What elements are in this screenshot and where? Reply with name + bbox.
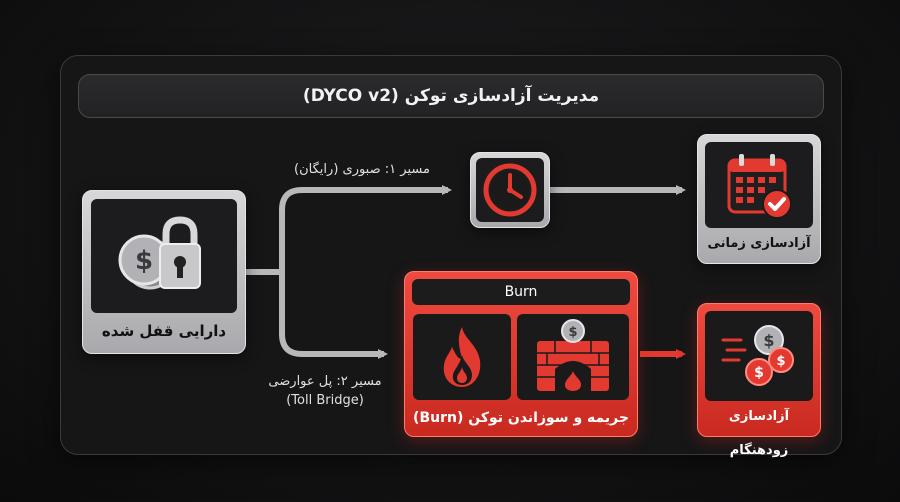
flying-coins-icon: $ $ $ [721,325,794,386]
time-release-node: آزادسازی زمانی [697,134,821,264]
svg-text:$: $ [754,365,764,381]
path2-label: مسیر ۲: پل عوارضی (Toll Bridge) [260,372,390,410]
path2-label-line1: مسیر ۲: پل عوارضی [268,374,382,389]
edge-path1-upper [279,185,452,272]
path1-label: مسیر ۱: صبوری (رایگان) [294,162,430,177]
furnace-coin-icon: $ [537,319,609,391]
clock-icon [483,163,537,217]
early-release-label: آزادسازی زودهنگام [728,409,790,458]
svg-text:$: $ [776,354,785,369]
burn-header: Burn [412,279,630,305]
furnace-panel: $ [517,314,629,400]
path2-label-line2: (Toll Bridge) [286,393,364,408]
timer-node [470,152,550,228]
svg-text:$: $ [763,331,774,350]
svg-text:$: $ [135,246,153,276]
locked-assets-node: $ دارایی قفل شده [82,190,246,354]
edge-path2-lower [279,272,388,359]
flame-panel [413,314,511,400]
burn-label: جریمه و سوزاندن توکن (Burn) [413,410,629,426]
svg-text:$: $ [568,325,577,340]
flame-icon [443,327,481,387]
time-release-label: آزادسازی زمانی [707,236,811,251]
coins-padlock-icon: $ [118,216,201,290]
locked-assets-label: دارایی قفل شده [101,322,227,340]
diagram-title: مدیریت آزادسازی توکن (DYCO v2) [78,74,824,118]
calendar-check-icon [727,154,792,219]
early-release-node: $ $ $ آزادسازی زودهنگام [697,303,821,458]
